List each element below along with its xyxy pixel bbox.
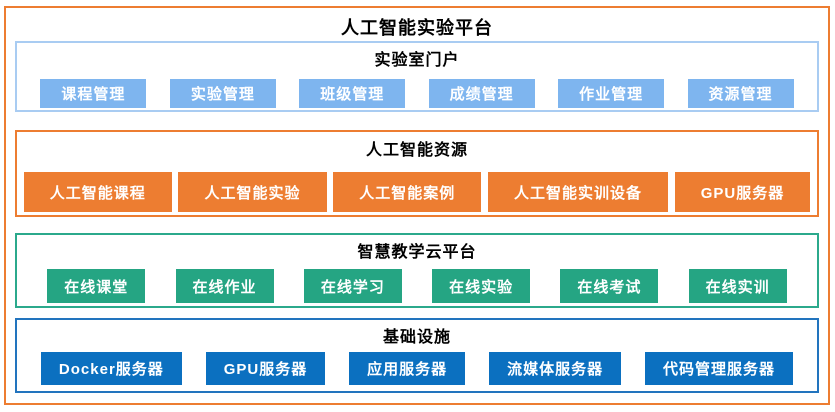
node-homework-management: 作业管理 [558,79,665,108]
section-ai-resources: 人工智能资源 人工智能课程 人工智能实验 人工智能案例 人工智能实训设备 GPU… [15,130,819,217]
section-smart-teaching-cloud-title: 智慧教学云平台 [357,244,477,261]
node-app-server: 应用服务器 [349,352,466,385]
node-ai-course: 人工智能课程 [23,172,172,212]
section-ai-resources-title: 人工智能资源 [365,142,468,159]
node-online-experiment: 在线实验 [432,269,531,303]
platform-outer-frame: 人工智能实验平台 实验室门户 课程管理 实验管理 班级管理 成绩管理 作业管理 … [4,6,830,405]
section-lab-portal-title: 实验室门户 [374,52,460,69]
node-online-homework: 在线作业 [175,269,274,303]
node-online-exam: 在线考试 [560,269,659,303]
node-resource-management: 资源管理 [687,79,794,108]
node-ai-experiment: 人工智能实验 [178,172,327,212]
node-grade-management: 成绩管理 [428,79,535,108]
node-streaming-server: 流媒体服务器 [489,352,622,385]
node-online-classroom: 在线课堂 [47,269,146,303]
node-gpu-server-resource: GPU服务器 [674,172,811,212]
node-online-learning: 在线学习 [303,269,402,303]
node-gpu-server-infra: GPU服务器 [205,352,326,385]
node-ai-case: 人工智能案例 [333,172,482,212]
section-lab-portal: 实验室门户 课程管理 实验管理 班级管理 成绩管理 作业管理 资源管理 [15,41,819,112]
node-experiment-management: 实验管理 [169,79,276,108]
section-smart-teaching-cloud-row: 在线课堂 在线作业 在线学习 在线实验 在线考试 在线实训 [17,269,817,303]
node-class-management: 班级管理 [299,79,406,108]
section-infrastructure-title: 基础设施 [382,329,451,346]
node-docker-server: Docker服务器 [40,352,182,385]
section-lab-portal-row: 课程管理 实验管理 班级管理 成绩管理 作业管理 资源管理 [17,79,817,108]
node-course-management: 课程管理 [40,79,147,108]
section-ai-resources-row: 人工智能课程 人工智能实验 人工智能案例 人工智能实训设备 GPU服务器 [17,172,817,212]
section-infrastructure: 基础设施 Docker服务器 GPU服务器 应用服务器 流媒体服务器 代码管理服… [15,318,819,393]
node-code-management-server: 代码管理服务器 [645,352,794,385]
platform-title: 人工智能实验平台 [341,18,493,38]
section-smart-teaching-cloud: 智慧教学云平台 在线课堂 在线作业 在线学习 在线实验 在线考试 在线实训 [15,233,819,308]
node-online-training: 在线实训 [688,269,787,303]
section-infrastructure-row: Docker服务器 GPU服务器 应用服务器 流媒体服务器 代码管理服务器 [17,352,817,385]
node-ai-training-device: 人工智能实训设备 [487,172,668,212]
